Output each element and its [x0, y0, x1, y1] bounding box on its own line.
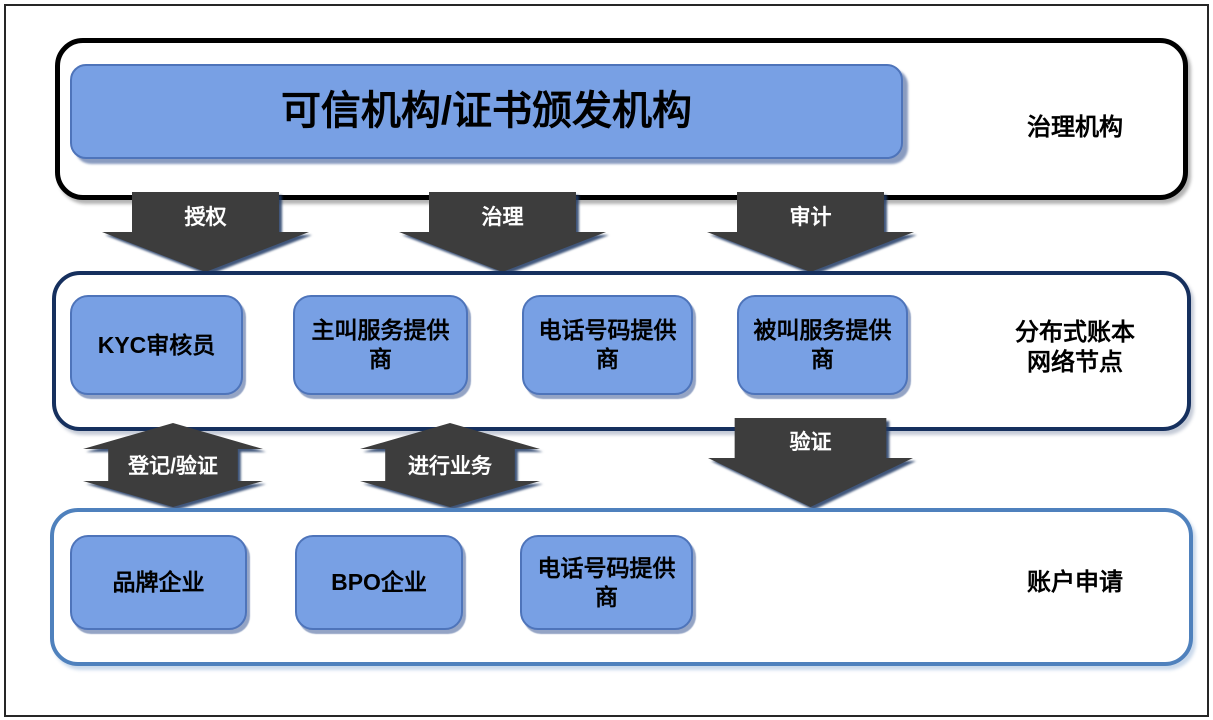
arrow-authorize: 授权	[102, 192, 309, 272]
down-arrow-icon: 审计	[707, 192, 914, 272]
arrow-authorize-label: 授权	[184, 206, 227, 229]
arrow-audit: 审计	[707, 192, 914, 272]
node-terminating-service-provider-label: 被叫服务提供商	[753, 317, 892, 372]
node-bpo-enterprise-label: BPO企业	[331, 569, 427, 595]
node-kyc-auditor-label: KYC审核员	[97, 331, 216, 358]
node-phone-number-provider-2-label: 电话号码提供商	[537, 554, 676, 610]
arrow-govern: 治理	[399, 192, 606, 272]
node-originating-service-provider: 主叫服务提供商	[293, 295, 468, 395]
arrow-conduct-business-label: 进行业务	[408, 455, 492, 478]
node-bpo-enterprise: BPO企业	[295, 535, 463, 630]
down-arrow-icon: 治理	[399, 192, 606, 272]
node-brand-enterprise: 品牌企业	[70, 535, 247, 630]
node-phone-number-provider-2: 电话号码提供商	[520, 535, 693, 630]
down-arrow-icon: 授权	[102, 192, 309, 272]
arrow-verify-label: 验证	[789, 431, 832, 454]
node-phone-number-provider-label: 电话号码提供商	[538, 317, 677, 372]
arrow-govern-label: 治理	[481, 206, 524, 229]
account-section-label: 账户申请	[1027, 569, 1123, 596]
arrow-register-verify: 登记/验证	[83, 423, 263, 507]
node-phone-number-provider: 电话号码提供商	[522, 295, 693, 395]
node-brand-enterprise-label: 品牌企业	[112, 569, 205, 595]
node-trusted-authority-label: 可信机构/证书颁发机构	[280, 89, 693, 133]
arrow-conduct-business: 进行业务	[360, 423, 540, 507]
node-originating-service-provider-label: 主叫服务提供商	[311, 317, 450, 372]
down-arrow-icon: 验证	[708, 418, 913, 507]
arrow-audit-label: 审计	[789, 206, 832, 229]
double-arrow-icon: 登记/验证	[83, 423, 263, 507]
node-terminating-service-provider: 被叫服务提供商	[737, 295, 908, 395]
double-arrow-icon: 进行业务	[360, 423, 540, 507]
arrow-register-verify-label: 登记/验证	[128, 455, 218, 478]
arrow-verify: 验证	[708, 418, 913, 507]
node-trusted-authority: 可信机构/证书颁发机构	[70, 64, 903, 159]
governance-section-label: 治理机构	[1027, 114, 1123, 141]
ledger-section-label: 分布式账本 网络节点	[1015, 319, 1135, 376]
node-kyc-auditor: KYC审核员	[70, 295, 243, 395]
